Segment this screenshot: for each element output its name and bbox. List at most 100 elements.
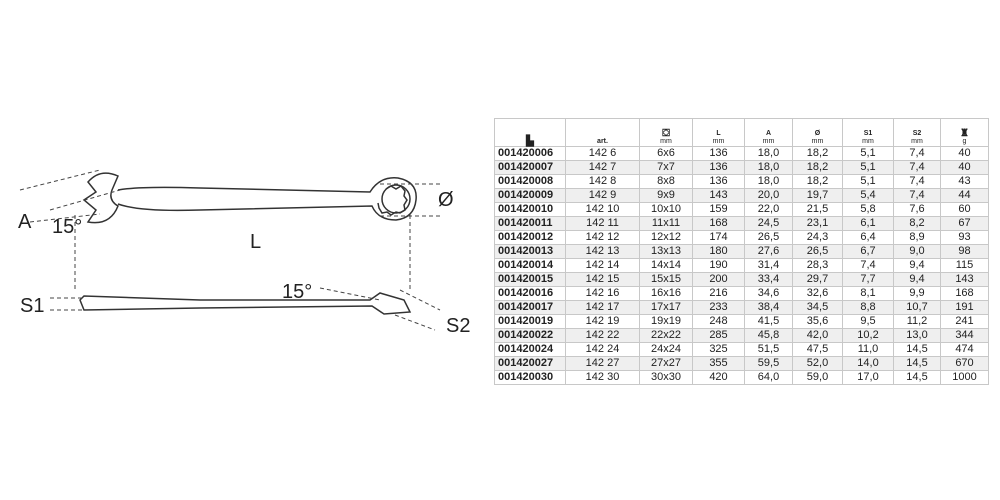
table-cell: 24x24: [639, 342, 693, 357]
table-cell: 40: [940, 146, 989, 161]
table-cell: 29,7: [792, 272, 843, 287]
table-cell: 11,0: [842, 342, 894, 357]
table-cell: 136: [692, 146, 745, 161]
table-cell: 19x19: [639, 314, 693, 329]
table-cell: 9,4: [893, 258, 941, 273]
table-cell: 43: [940, 174, 989, 189]
table-cell: 30x30: [639, 370, 693, 385]
table-cell: 001420007: [494, 160, 566, 175]
table-cell: 420: [692, 370, 745, 385]
table-cell: 14x14: [639, 258, 693, 273]
table-cell: 001420024: [494, 342, 566, 357]
weight-icon: ♜: [960, 128, 969, 139]
table-cell: 142 22: [565, 328, 640, 343]
table-cell: 20,0: [744, 188, 793, 203]
table-cell: 31,4: [744, 258, 793, 273]
table-cell: 27x27: [639, 356, 693, 371]
table-cell: 7x7: [639, 160, 693, 175]
table-cell: 24,3: [792, 230, 843, 245]
table-cell: 142 11: [565, 216, 640, 231]
table-cell: 5,1: [842, 146, 894, 161]
table-cell: 325: [692, 342, 745, 357]
table-cell: 98: [940, 244, 989, 259]
table-cell: 6x6: [639, 146, 693, 161]
table-cell: 8,1: [842, 286, 894, 301]
table-cell: 22,0: [744, 202, 793, 217]
table-cell: 8,9: [893, 230, 941, 245]
table-cell: 12x12: [639, 230, 693, 245]
table-cell: 001420010: [494, 202, 566, 217]
column-header: art.: [565, 118, 640, 147]
table-cell: 32,6: [792, 286, 843, 301]
table-cell: 143: [692, 188, 745, 203]
table-cell: 9x9: [639, 188, 693, 203]
table-cell: 35,6: [792, 314, 843, 329]
column-header: ▙: [494, 118, 566, 147]
column-label: art.: [597, 138, 608, 145]
column-unit: mm: [712, 138, 725, 145]
table-cell: 38,4: [744, 300, 793, 315]
table-cell: 60: [940, 202, 989, 217]
table-cell: 9,5: [842, 314, 894, 329]
column-unit: mm: [911, 138, 923, 145]
table-cell: 355: [692, 356, 745, 371]
table-cell: 47,5: [792, 342, 843, 357]
wrench-side-view: [79, 292, 412, 315]
table-cell: 17x17: [639, 300, 693, 315]
table-cell: 59,0: [792, 370, 843, 385]
table-cell: 001420006: [494, 146, 566, 161]
label-angle-ring: 15°: [282, 281, 312, 303]
column-header: ⛋mm: [639, 118, 693, 147]
table-cell: 10x10: [639, 202, 693, 217]
table-cell: 59,5: [744, 356, 793, 371]
table-cell: 168: [692, 216, 745, 231]
table-cell: 142 17: [565, 300, 640, 315]
table-cell: 142 27: [565, 356, 640, 371]
table-cell: 159: [692, 202, 745, 217]
column-unit: g: [962, 138, 967, 145]
table-cell: 8,8: [842, 300, 894, 315]
table-cell: 18,2: [792, 160, 843, 175]
table-cell: 45,8: [744, 328, 793, 343]
table-cell: 142 14: [565, 258, 640, 273]
column-label: S1: [863, 130, 873, 137]
table-cell: 22x22: [639, 328, 693, 343]
table-cell: 142 12: [565, 230, 640, 245]
table-cell: 34,5: [792, 300, 843, 315]
table-cell: 11x11: [639, 216, 693, 231]
column-label: A: [765, 130, 772, 137]
wrench-top-view: [82, 172, 417, 224]
table-cell: 190: [692, 258, 745, 273]
table-cell: 67: [940, 216, 989, 231]
table-cell: 001420015: [494, 272, 566, 287]
table-cell: 15x15: [639, 272, 693, 287]
label-diameter: Ø: [438, 189, 454, 211]
table-cell: 93: [940, 230, 989, 245]
table-cell: 5,1: [842, 160, 894, 175]
table-cell: 5,8: [842, 202, 894, 217]
table-cell: 21,5: [792, 202, 843, 217]
table-cell: 001420030: [494, 370, 566, 385]
table-cell: 34,6: [744, 286, 793, 301]
table-cell: 27,6: [744, 244, 793, 259]
table-cell: 26,5: [792, 244, 843, 259]
table-cell: 8x8: [639, 174, 693, 189]
table-cell: 142 15: [565, 272, 640, 287]
column-unit: mm: [811, 138, 824, 145]
table-cell: 52,0: [792, 356, 843, 371]
table-cell: 142 9: [565, 188, 640, 203]
table-cell: 115: [940, 258, 989, 273]
socket-size-icon: ⛋: [662, 128, 670, 139]
table-cell: 142 10: [565, 202, 640, 217]
table-cell: 13,0: [893, 328, 941, 343]
table-cell: 19,7: [792, 188, 843, 203]
table-cell: 142 30: [565, 370, 640, 385]
